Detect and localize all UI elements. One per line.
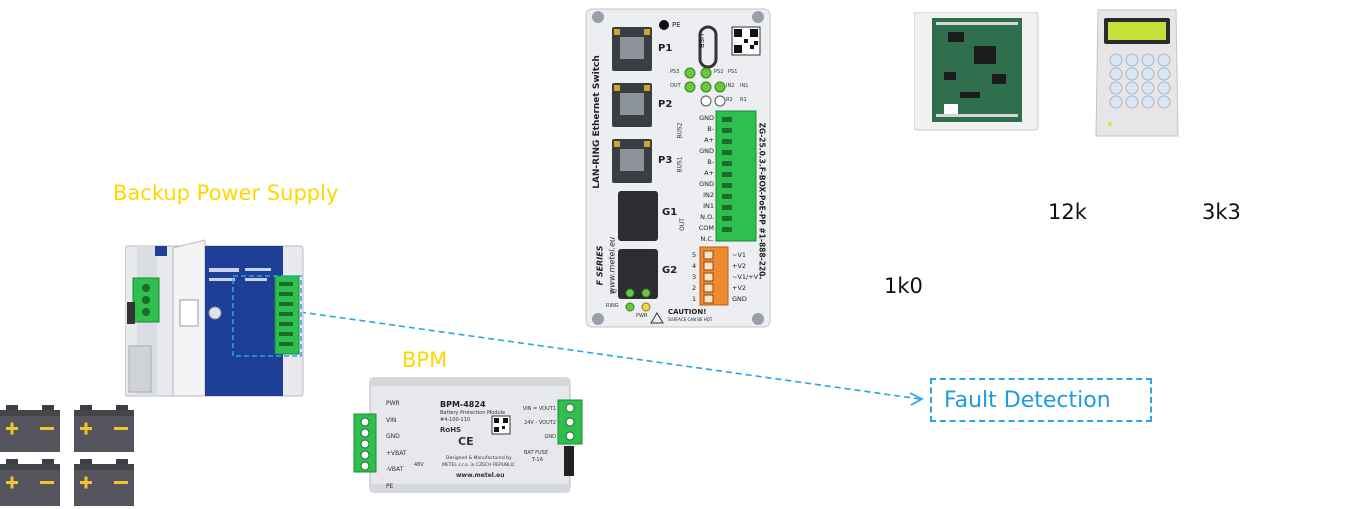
resistor-1k0-label: 1k0 <box>884 274 923 298</box>
fault-detection-label: Fault Detection <box>944 387 1111 413</box>
battery-icon <box>0 459 60 506</box>
power-number: 1 <box>692 295 697 303</box>
led-label-ps1: PS1 <box>728 69 738 75</box>
terminal-label: COM <box>698 224 714 232</box>
pe-label: PE <box>672 21 681 29</box>
power-number: 5 <box>692 251 697 259</box>
power-number: 4 <box>692 262 697 270</box>
port-g1-label: G1 <box>662 207 678 218</box>
bpm-fuse-value: T-1A <box>532 457 544 463</box>
bpm-left-label: GND <box>386 433 400 440</box>
terminal-label: A+ <box>704 136 714 144</box>
bpm-left-label: -VBAT <box>386 466 404 473</box>
resistor-12k-label: 12k <box>1048 200 1087 224</box>
bpm-right-label: VIN = VOUT1 <box>522 406 556 412</box>
port-p3-label: P3 <box>658 155 673 166</box>
bpm-left-label: PWR <box>386 400 400 407</box>
backup-power-supply-label: Backup Power Supply <box>113 181 339 205</box>
switch-title: LAN-RING Ethernet Switch <box>592 55 602 189</box>
bpm-left-label: +VBAT <box>386 449 407 457</box>
led-label-ring: RING <box>606 303 619 309</box>
usb-label: USB <box>697 33 706 49</box>
bpm-module-device: PWR VIN GND +VBAT -VBAT PE 48V BPM-4824 … <box>352 376 596 494</box>
led-label-g1: G1 <box>636 285 644 291</box>
terminal-label: B- <box>707 125 714 133</box>
backup-power-supply-device <box>125 239 304 397</box>
switch-model: ZG-25.0.3.F-BOX-PoE-PP <box>757 122 767 225</box>
bpm-left-label: VIN <box>386 416 397 424</box>
led-label-r2: R2 <box>726 97 733 103</box>
bpm-right-label: GND <box>544 434 556 440</box>
ce-mark-icon: CE <box>458 435 474 448</box>
alarm-pcb-icon <box>914 12 1039 131</box>
power-label: ~V1/+V1 <box>732 273 763 281</box>
battery-icon <box>74 405 134 452</box>
ethernet-switch-device: LAN-RING Ethernet Switch F SERIES www.me… <box>584 3 772 333</box>
terminal-label: N.C. <box>700 235 714 243</box>
led-label-g2: G2 <box>610 289 618 295</box>
led-label-in1: IN1 <box>740 83 749 89</box>
power-label: GND <box>732 295 747 303</box>
led-label-in2: IN2 <box>726 83 735 89</box>
bpm-right-label: 24V - VOUT2 <box>524 420 556 426</box>
terminal-label: A+ <box>704 169 714 177</box>
bpm-fuse-label: BAT FUSE <box>524 450 548 456</box>
fault-detection-box: Fault Detection <box>930 378 1152 422</box>
bpm-part: #4-100-110 <box>440 417 471 423</box>
warning-icon <box>650 309 668 324</box>
bpm-left-label: PE <box>386 482 394 490</box>
power-label: +V2 <box>732 284 747 292</box>
switch-website: www.metel.eu <box>607 236 617 295</box>
terminal-label: GND <box>699 180 714 188</box>
led-label-ps3: PS3 <box>670 69 680 75</box>
port-p1-label: P1 <box>658 43 673 54</box>
bus1-label: BUS1 <box>676 156 684 173</box>
terminal-label: GND <box>699 114 714 122</box>
terminal-label: GND <box>699 147 714 155</box>
caution-label: CAUTION! <box>668 308 707 316</box>
terminal-label: B- <box>707 158 714 166</box>
power-label: +V2 <box>732 262 747 270</box>
resistor-3k3-label: 3k3 <box>1202 200 1241 224</box>
caution-sub-label: SURFACE CAN BE HOT <box>668 317 713 322</box>
port-p2-label: P2 <box>658 99 673 110</box>
led-label-out: OUT <box>670 83 681 89</box>
battery-icon <box>0 405 60 452</box>
led-label-ps2: PS2 <box>714 69 724 75</box>
terminal-label: IN2 <box>703 191 714 199</box>
bpm-label: BPM <box>402 348 448 372</box>
port-g2-label: G2 <box>662 265 678 276</box>
led-label-pwr: PWR <box>636 313 648 319</box>
terminal-label: IN1 <box>703 202 714 210</box>
keypad-icon <box>1095 9 1179 137</box>
bpm-site: www.metel.eu <box>456 472 505 479</box>
bus2-label: BUS2 <box>676 122 684 139</box>
power-number: 3 <box>692 273 697 281</box>
led-label-r1: R1 <box>740 97 747 103</box>
battery-pack <box>0 405 134 506</box>
battery-icon <box>74 459 134 506</box>
bpm-volt-label: 48V <box>414 462 424 468</box>
bpm-name: Battery Protection Module <box>440 410 506 416</box>
power-number: 2 <box>692 284 697 292</box>
bpm-company: METEL s.r.o. in CZECH REPUBLIC <box>442 463 516 468</box>
terminal-label: N.O. <box>700 213 714 221</box>
bpm-designed: Designed & Manufactured by <box>446 456 512 461</box>
bpm-model: BPM-4824 <box>440 400 486 409</box>
rohs-badge: RoHS <box>440 426 462 434</box>
power-label: ~V1 <box>732 251 747 259</box>
